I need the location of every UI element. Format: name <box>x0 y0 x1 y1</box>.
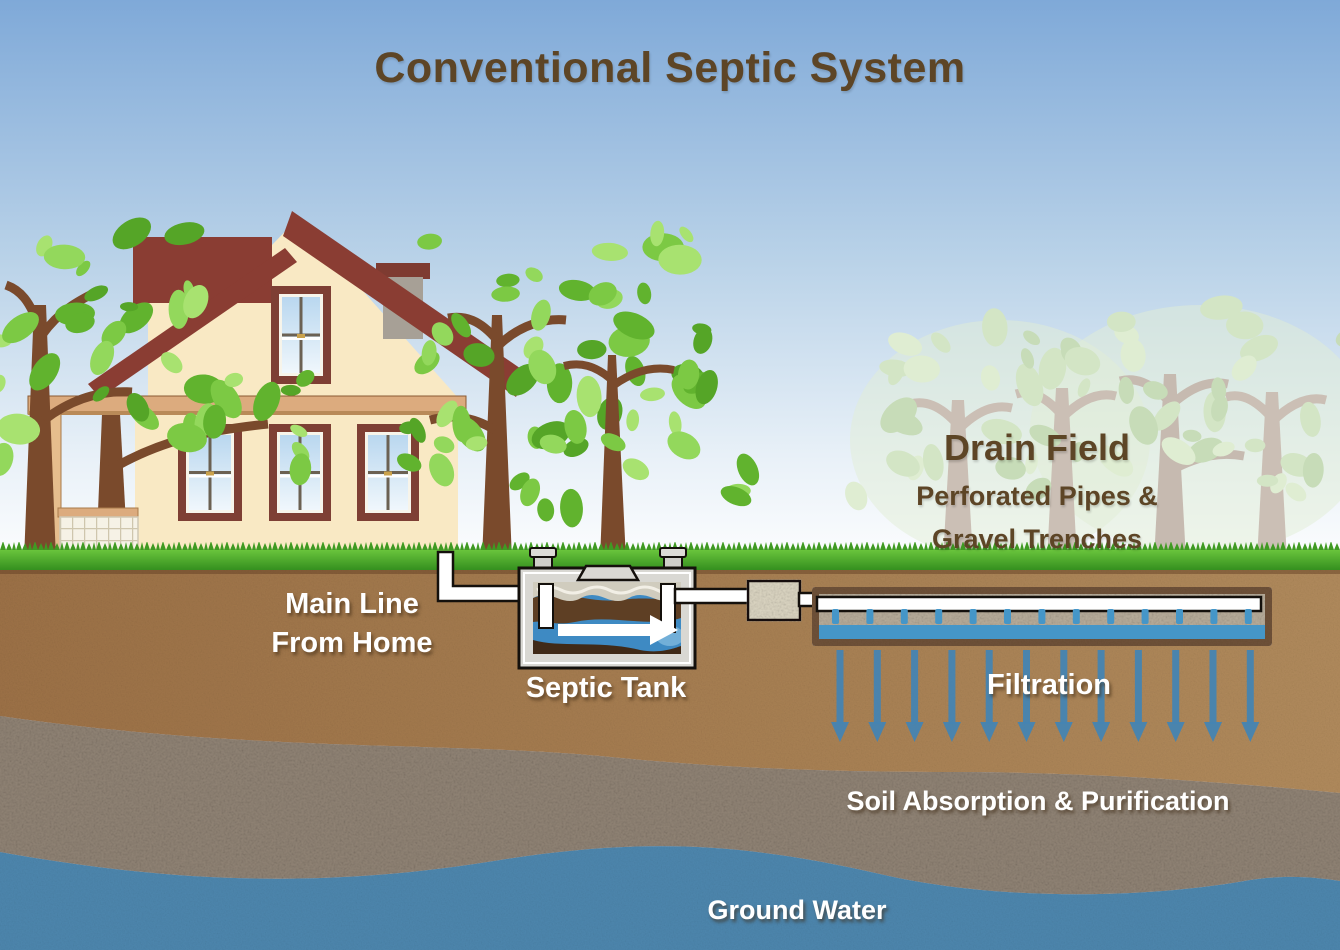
filtration-arrows <box>831 650 1260 742</box>
tank-hatch <box>575 564 641 582</box>
trees <box>0 217 760 560</box>
tank-riser-lid <box>659 547 687 558</box>
chimney-cap <box>376 263 430 279</box>
roof-left-slope <box>88 248 297 398</box>
distribution-box <box>746 579 802 622</box>
tank-riser-lid <box>529 547 557 558</box>
flow-arrow <box>558 615 678 645</box>
inlet-baffle <box>538 583 554 629</box>
faded-trees <box>845 295 1340 560</box>
drain-field-trench <box>812 587 1272 646</box>
septic-system <box>436 547 1272 742</box>
outlet-pipe <box>673 587 755 605</box>
septic-tank <box>517 547 697 670</box>
ground-water-layer <box>0 846 1340 950</box>
perforated-pipe <box>815 595 1263 613</box>
trench-water <box>819 625 1265 639</box>
tank-sludge <box>533 640 681 654</box>
pipe-drips <box>832 609 1252 624</box>
